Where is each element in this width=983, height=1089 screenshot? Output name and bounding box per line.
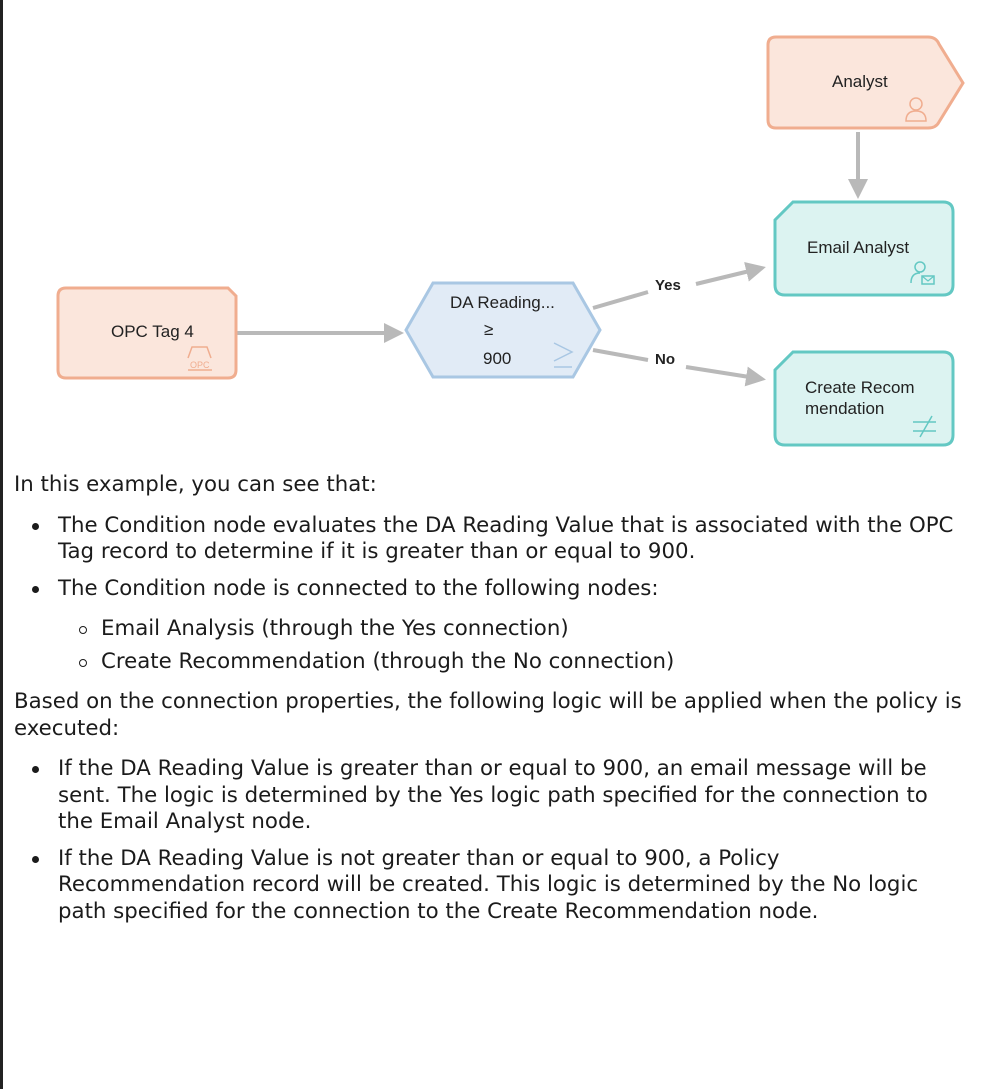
node-condition[interactable]: DA Reading... ≥ 900	[404, 281, 602, 379]
edge-no[interactable]	[592, 348, 649, 362]
person-icon	[905, 97, 927, 122]
node-email-analyst-label: Email Analyst	[807, 238, 909, 257]
node-condition-label: DA Reading...	[450, 293, 555, 312]
node-create-recommendation-label-1: Create Recom	[805, 378, 915, 397]
node-opc-tag-label: OPC Tag 4	[111, 322, 194, 341]
intro-paragraph: In this example, you can see that:	[14, 472, 377, 497]
edge-yes-arrow[interactable]	[695, 262, 766, 286]
person-email-icon	[910, 261, 935, 285]
node-create-recommendation[interactable]: Create Recom mendation	[773, 350, 955, 447]
bullet-list-2: If the DA Reading Value is greater than …	[14, 756, 969, 925]
bullet-list-1: The Condition node evaluates the DA Read…	[14, 513, 969, 676]
node-condition-operator: ≥	[484, 320, 493, 339]
list-item-text: The Condition node is connected to the f…	[58, 575, 659, 601]
sub-list-item: Create Recommendation (through the No co…	[58, 649, 969, 676]
sub-list-item: Email Analysis (through the Yes connecti…	[58, 616, 969, 643]
sub-bullet-list: Email Analysis (through the Yes connecti…	[58, 616, 969, 675]
list-item: The Condition node is connected to the f…	[14, 576, 969, 676]
opc-tag-icon: OPC	[187, 346, 212, 371]
list-item: If the DA Reading Value is greater than …	[14, 756, 969, 836]
prose-content: In this example, you can see that: The C…	[14, 472, 969, 935]
policy-diagram: Yes No OPC Tag 4 OPC DA Reading... ≥ 900	[56, 35, 965, 447]
node-analyst[interactable]: Analyst	[766, 35, 965, 130]
recommendation-icon	[913, 415, 936, 438]
list-item-text: The Condition node evaluates the DA Read…	[58, 512, 954, 565]
node-email-analyst[interactable]: Email Analyst	[773, 200, 955, 297]
list-item: The Condition node evaluates the DA Read…	[14, 513, 969, 566]
yes-label: Yes	[655, 277, 681, 294]
greater-equal-icon	[553, 342, 574, 368]
opc-tag-icon-text: OPC	[190, 360, 210, 370]
logic-paragraph: Based on the connection properties, the …	[14, 689, 962, 741]
node-opc-tag[interactable]: OPC Tag 4 OPC	[56, 286, 238, 380]
list-item: If the DA Reading Value is not greater t…	[14, 846, 969, 926]
node-analyst-label: Analyst	[832, 72, 888, 91]
no-label: No	[655, 351, 675, 368]
edge-yes[interactable]	[592, 290, 649, 310]
left-border-rule	[0, 0, 3, 1089]
node-create-recommendation-label-2: mendation	[805, 399, 884, 418]
edge-no-arrow[interactable]	[685, 365, 766, 387]
node-condition-value: 900	[483, 349, 511, 368]
